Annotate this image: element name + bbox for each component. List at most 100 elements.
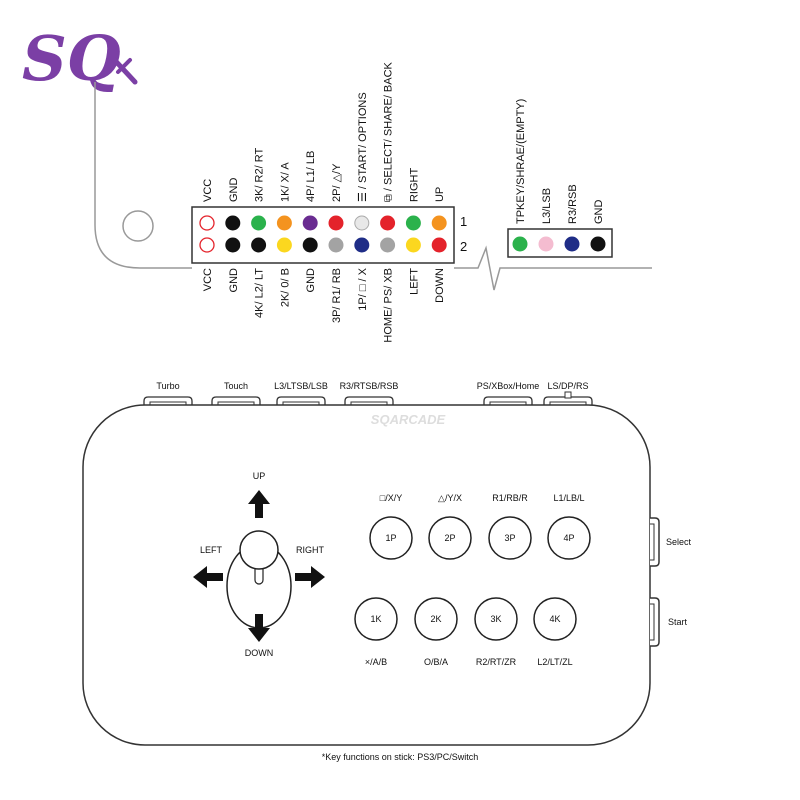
aux-pins xyxy=(512,236,606,252)
aux-label-4: GND xyxy=(593,200,605,225)
controller-body xyxy=(82,404,651,746)
kick-button-caption-1: ×/A/B xyxy=(365,657,387,667)
joystick-balltop xyxy=(239,530,279,570)
pin-row2-8 xyxy=(380,237,396,253)
kick-button-label-1: 1K xyxy=(370,614,381,624)
punch-button-caption-2: △/Y/X xyxy=(438,493,462,503)
top-buttons: Turbo Touch L3/LTSB/LSB R3/RTSB/RSB PS/XBox/… xyxy=(143,381,593,405)
pin-row1-2 xyxy=(225,215,241,231)
dir-up-label: UP xyxy=(253,471,266,481)
pin-row2-6 xyxy=(328,237,344,253)
row-number-1: 1 xyxy=(460,214,467,229)
aux-label-3: R3/RSB xyxy=(567,184,579,224)
pin-row2-5 xyxy=(302,237,318,253)
dir-down-label: DOWN xyxy=(245,648,274,658)
mount-hole xyxy=(122,210,154,242)
pin-row2-3 xyxy=(251,237,267,253)
pin-row2-9 xyxy=(405,237,421,253)
pin-label-row2-6: 3P/ R1/ RB xyxy=(331,268,343,323)
direction-arrows: UP DOWN LEFT RIGHT xyxy=(193,471,325,658)
top-button-touch[interactable]: Touch xyxy=(211,381,261,405)
aux-label-1: TPKEY/SHRAE/(EMPTY) xyxy=(515,99,527,224)
cable-break-line xyxy=(454,245,652,291)
button-3p[interactable]: 3P R1/RB/R xyxy=(488,493,532,560)
row-number-2: 2 xyxy=(460,239,467,254)
pin-row1-4 xyxy=(276,215,292,231)
punch-button-caption-3: R1/RB/R xyxy=(492,493,528,503)
kick-button-caption-4: L2/LT/ZL xyxy=(537,657,572,667)
top-button-r3-rtsb-rsb[interactable]: R3/RTSB/RSB xyxy=(340,381,399,405)
pin-row2-7 xyxy=(354,237,370,253)
pin-row1-6 xyxy=(328,215,344,231)
pin-label-row1-4: 1K/ X/ A xyxy=(279,162,291,202)
top-button-label-1: Turbo xyxy=(156,381,179,391)
cable-line xyxy=(94,82,192,269)
pin-label-row2-3: 4K/ L2/ LT xyxy=(254,268,266,318)
pin-label-row1-6: 2P/ △/Y xyxy=(331,163,343,202)
top-button-turbo[interactable]: Turbo xyxy=(143,381,193,405)
top-button-ls-dp-rs[interactable]: LS/DP/RS xyxy=(543,381,593,405)
punch-button-caption-1: □/X/Y xyxy=(380,493,402,503)
top-button-label-5: PS/XBox/Home xyxy=(477,381,540,391)
pin-label-row2-10: DOWN xyxy=(434,268,446,303)
aux-connector: TPKEY/SHRAE/(EMPTY) L3/LSB R3/RSB GND xyxy=(507,99,613,258)
button-2k[interactable]: 2K O/B/A xyxy=(414,597,458,667)
kick-button-label-3: 3K xyxy=(490,614,501,624)
punch-button-label-3: 3P xyxy=(504,533,515,543)
kick-button-label-2: 2K xyxy=(430,614,441,624)
connector-housing xyxy=(191,206,455,264)
punch-button-caption-4: L1/LB/L xyxy=(553,493,584,503)
aux-label-2: L3/LSB xyxy=(541,188,553,224)
pin-row1-9 xyxy=(405,215,421,231)
pin-row2-2 xyxy=(225,237,241,253)
logo-text: SQ xyxy=(22,22,121,95)
pin-label-row1-3: 3K/ R2/ RT xyxy=(254,148,266,202)
punch-button-label-2: 2P xyxy=(444,533,455,543)
pin-label-row2-9: LEFT xyxy=(408,268,420,295)
dir-right-label: RIGHT xyxy=(296,545,325,555)
pin-label-row2-8: HOME/ PS/ XB xyxy=(383,268,395,343)
pin-label-row2-2: GND xyxy=(228,268,240,293)
button-2p[interactable]: 2P △/Y/X xyxy=(428,493,472,560)
pin-row1-5 xyxy=(302,215,318,231)
kick-button-caption-2: O/B/A xyxy=(424,657,448,667)
pin-label-row1-1: VCC xyxy=(202,179,214,202)
aux-pin-4 xyxy=(590,236,606,252)
pin-label-row2-7: 1P/ □ / X xyxy=(357,267,369,310)
top-button-label-2: Touch xyxy=(224,381,248,391)
connector-pins xyxy=(199,215,447,253)
footnote: *Key functions on stick: PS3/PC/Switch xyxy=(321,752,479,762)
pin-label-row1-8: ⧉ / SELECT/ SHARE/ BACK xyxy=(383,61,395,202)
aux-pin-1 xyxy=(512,236,528,252)
aux-pin-3 xyxy=(564,236,580,252)
top-button-l3-ltsb-lsb[interactable]: L3/LTSB/LSB xyxy=(274,381,328,405)
pin-row1-3 xyxy=(251,215,267,231)
pin-label-row2-5: GND xyxy=(305,268,317,293)
side-buttons: Select Start xyxy=(650,517,692,647)
arrow-up-icon xyxy=(248,490,270,518)
pin-row1-1 xyxy=(199,215,215,231)
pin-label-row1-10: UP xyxy=(434,187,446,202)
button-1k[interactable]: 1K ×/A/B xyxy=(354,597,398,667)
start-label: Start xyxy=(668,617,688,627)
main-connector: VCC GND 3K/ R2/ RT 1K/ X/ A 4P/ L1/ LB 2P/ △/… xyxy=(191,61,467,343)
button-1p[interactable]: 1P□/X/Y xyxy=(369,493,413,560)
arrow-left-icon xyxy=(193,566,223,588)
joystick[interactable] xyxy=(226,530,292,629)
pin-label-row1-9: RIGHT xyxy=(408,168,420,203)
pin-row1-8 xyxy=(380,215,396,231)
top-button-ps-xbox-home[interactable]: PS/XBox/Home xyxy=(477,381,540,405)
pin-label-row1-5: 4P/ L1/ LB xyxy=(305,151,317,202)
pin-row1-10 xyxy=(431,215,447,231)
pin-row2-10 xyxy=(431,237,447,253)
arrow-down-icon xyxy=(248,614,270,642)
pin-label-row2-1: VCC xyxy=(202,268,214,291)
